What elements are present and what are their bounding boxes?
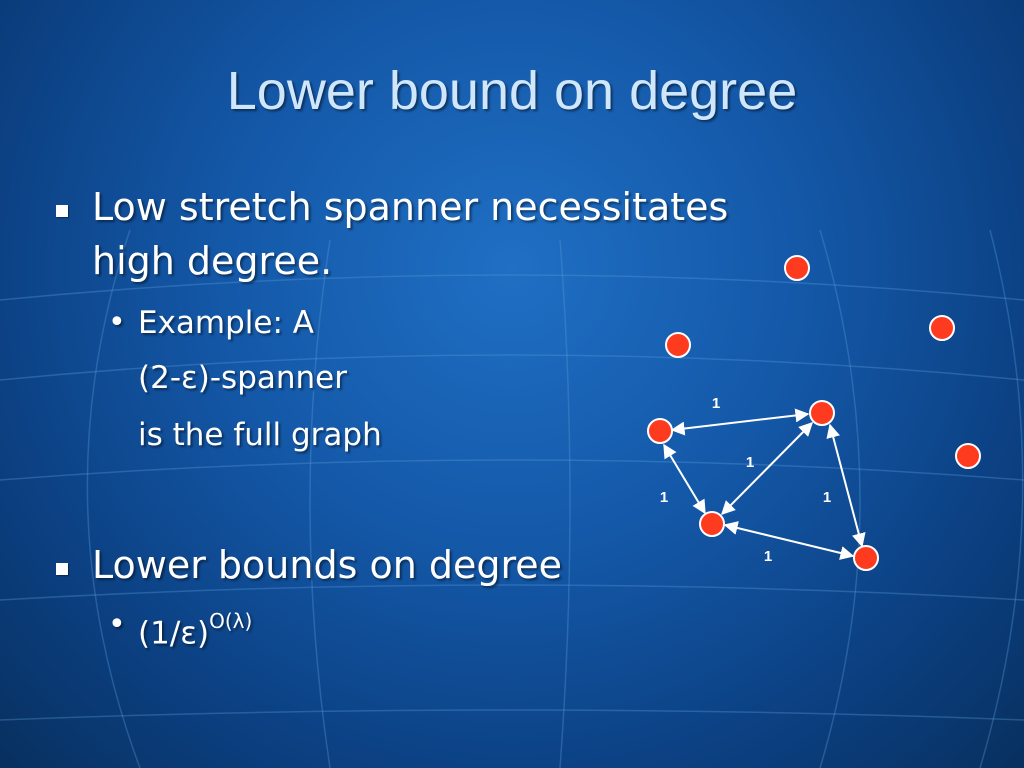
formula-exponent: O(λ) [209, 609, 253, 633]
bullet-square [56, 205, 68, 217]
edge-weight-label: 1 [660, 489, 668, 506]
graph-node [647, 418, 673, 444]
sub-bullet-dot: • [108, 305, 126, 340]
graph-node [853, 545, 879, 571]
bullet-square [56, 563, 68, 575]
graph-node [784, 255, 810, 281]
slide-title: Lower bound on degree [226, 61, 798, 121]
sub-bullet-dot: • [108, 607, 126, 642]
bullet-2-text: Lower bounds on degree [92, 543, 563, 587]
sub-bullet-1-line-1: Example: A [138, 305, 314, 341]
graph-edge [826, 423, 866, 548]
graph-edge [723, 521, 855, 560]
sub-bullet-2-formula: (1/ε)O(λ) [138, 605, 252, 653]
sub-bullet-1-line-2: (2-ε)-spanner [138, 360, 347, 396]
graph-edge [670, 408, 810, 436]
graph-node [665, 332, 691, 358]
graph-edge [663, 443, 706, 515]
graph-node [929, 315, 955, 341]
graph-node [699, 511, 725, 537]
bullet-1-line-2: high degree. [92, 239, 333, 283]
formula-base: (1/ε) [138, 615, 210, 652]
graph-edge [721, 422, 813, 515]
edge-weight-label: 1 [746, 454, 754, 471]
graph-node [809, 400, 835, 426]
sub-bullet-1-line-3: is the full graph [138, 417, 382, 453]
bullet-1-line-1: Low stretch spanner necessitates [92, 185, 729, 229]
edge-weight-label: 1 [823, 489, 831, 506]
edge-weight-label: 1 [712, 395, 720, 412]
edge-weight-label: 1 [764, 548, 772, 565]
graph-node [955, 443, 981, 469]
